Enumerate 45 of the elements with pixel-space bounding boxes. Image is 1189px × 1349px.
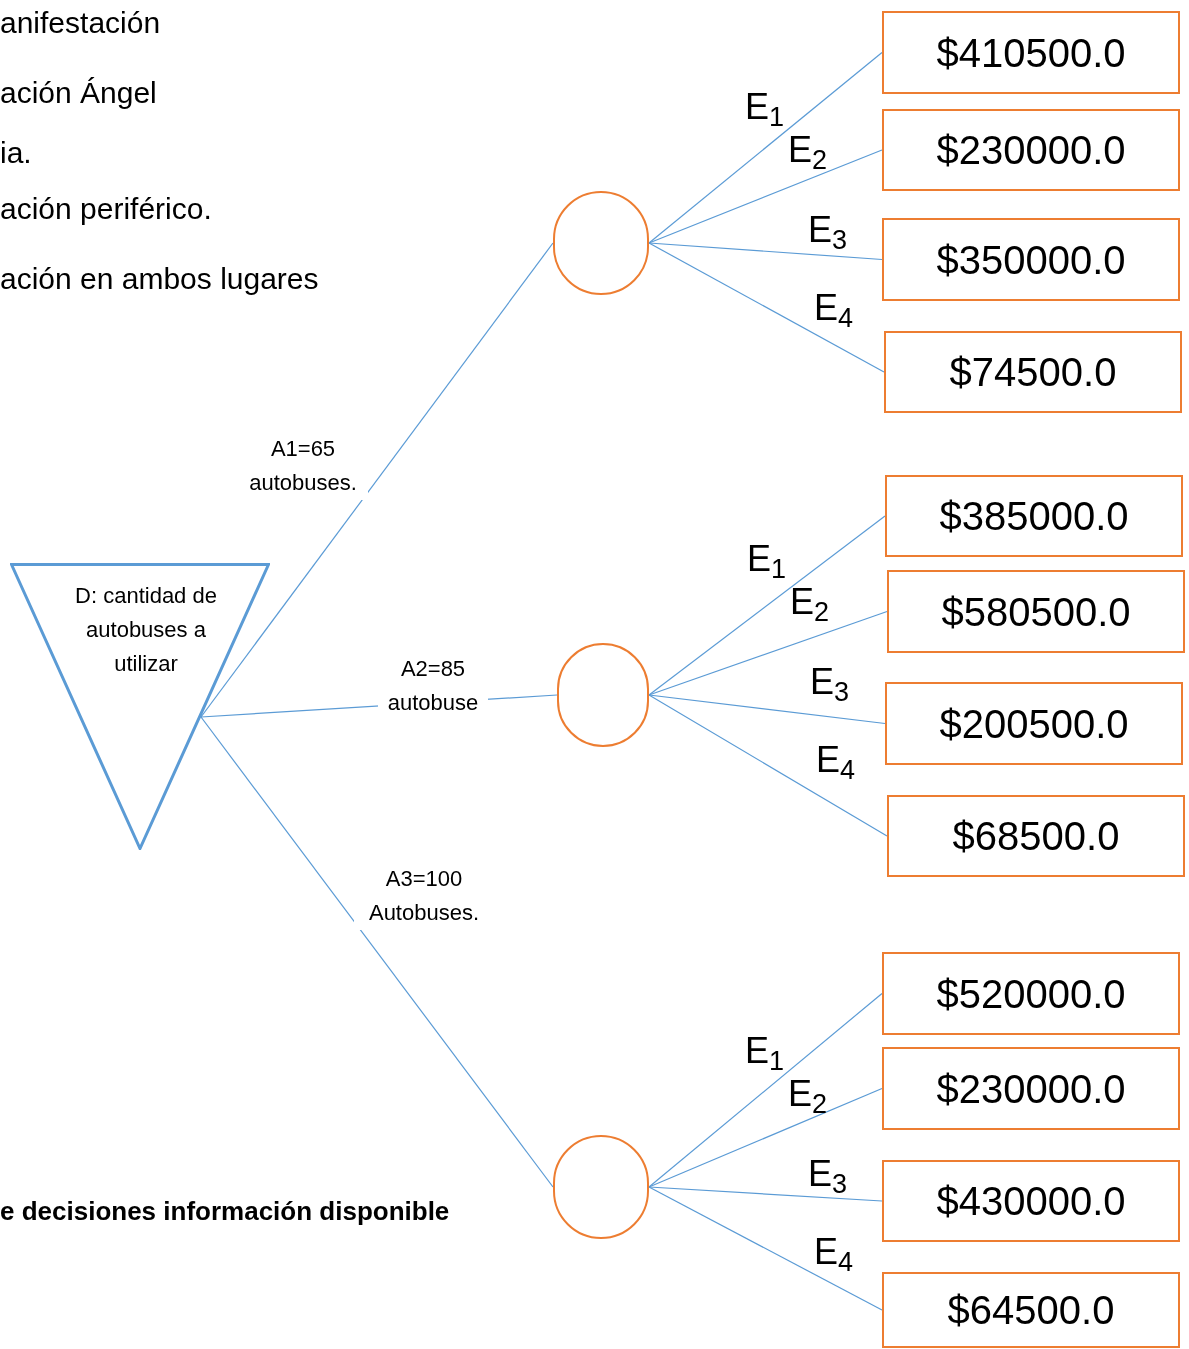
note-text: ación Ángel: [0, 75, 157, 111]
note-text: e decisiones información disponible: [0, 1195, 450, 1228]
note-text: ación en ambos lugares: [0, 261, 319, 297]
payoff-box: $430000.0: [882, 1160, 1180, 1242]
branch-line: [648, 992, 883, 1188]
edge-label: E$_{3}$: [808, 1156, 848, 1192]
branch-line: [648, 242, 883, 261]
note-text: ia.: [0, 135, 32, 171]
edge-label: E$_{4}$: [814, 290, 854, 326]
edge-label: E$_{3}$: [808, 212, 848, 248]
payoff-box: $230000.0: [882, 109, 1180, 191]
branch-line: [648, 1087, 883, 1188]
edge-label: E$_{2}$: [788, 132, 828, 168]
note-text: anifestación: [0, 5, 161, 41]
payoff-box: $230000.0: [882, 1047, 1180, 1130]
edge-label: E$_{1}$: [745, 89, 785, 125]
edge-label: E$_{2}$: [790, 584, 830, 620]
payoff-box: $64500.0: [882, 1272, 1180, 1348]
branch-line: [648, 1186, 883, 1311]
payoff-box: $68500.0: [887, 795, 1185, 877]
edge-label: E$_{1}$: [747, 541, 787, 577]
branch-line: [200, 242, 554, 718]
payoff-box: $385000.0: [885, 475, 1183, 557]
payoff-box: $580500.0: [887, 570, 1185, 653]
branch-line: [648, 242, 885, 373]
branch-line: [648, 610, 888, 696]
branch-line: [648, 694, 888, 837]
edge-label: E$_{3}$: [810, 664, 850, 700]
edge-label: E$_{4}$: [816, 742, 856, 778]
payoff-box: $200500.0: [885, 682, 1183, 765]
branch-line: [648, 1186, 883, 1202]
note-text: ación periférico.: [0, 191, 212, 227]
payoff-box: $350000.0: [882, 218, 1180, 301]
edge-label: E$_{2}$: [788, 1076, 828, 1112]
branch-line: [648, 149, 883, 244]
payoff-box: $74500.0: [884, 331, 1182, 413]
edge-label: E$_{1}$: [745, 1033, 785, 1069]
branch-line: [648, 694, 886, 725]
branch-line: [648, 51, 883, 244]
edge-label: E$_{4}$: [814, 1234, 854, 1270]
payoff-box: $520000.0: [882, 952, 1180, 1035]
branch-line: [200, 716, 554, 1188]
decision-label: D: cantidad de autobuses a utilizar: [74, 582, 218, 678]
branch-line: [648, 515, 886, 696]
payoff-box: $410500.0: [882, 11, 1180, 94]
